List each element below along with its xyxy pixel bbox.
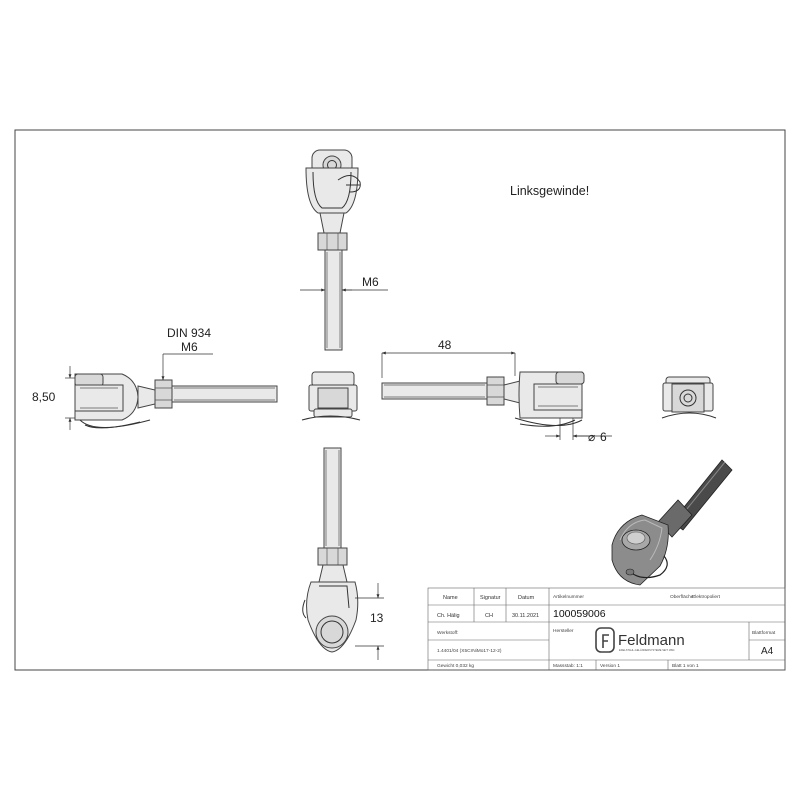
isometric-view: [611, 459, 733, 586]
eye-value: 13: [370, 611, 384, 625]
title-block: Name Signatur Datum Artikelnummer Oberfl…: [427, 587, 786, 671]
material-value: 1.4401/04 (X5CrNiMo17-12-2): [437, 648, 502, 654]
nut-thread-label: M6: [181, 340, 198, 354]
length-value: 48: [438, 338, 452, 352]
feldmann-logo-icon: [595, 627, 615, 653]
signature-header: Signatur: [480, 595, 501, 601]
thread-size-label: M6: [362, 275, 379, 289]
date-header: Datum: [518, 595, 535, 601]
right-view: [381, 371, 585, 427]
author: Ch. Hälig: [437, 613, 460, 619]
top-view: [305, 149, 361, 351]
weight: Gewicht 0,032 kg: [437, 663, 474, 669]
scale: Massstab: 1:1: [553, 663, 583, 669]
left-thread-note: Linksgewinde!: [510, 184, 589, 198]
center-end-view: [301, 371, 361, 421]
article-number-label: Artikelnummer: [553, 594, 584, 600]
din-leader: DIN 934 M6: [161, 326, 213, 381]
brand-tagline: EDELSTAHL-GELÄNDERSYSTEME SEIT 1894: [619, 648, 675, 652]
height-dimension: 8,50: [32, 366, 75, 430]
sheet-format: A4: [761, 646, 774, 657]
material-label: Werkstoff:: [437, 630, 458, 636]
date: 30.11.2021: [512, 613, 539, 619]
bottom-view: [302, 447, 359, 653]
eye-dimension: 13: [355, 583, 384, 660]
left-view: [74, 373, 278, 429]
height-value: 8,50: [32, 390, 56, 404]
signature: CH: [485, 613, 493, 619]
diameter-symbol: ⌀: [588, 430, 595, 444]
sheet-of: Blatt 1 von 1: [672, 663, 699, 669]
surface-value: Elektropoliert: [692, 594, 721, 600]
version: Version 1: [600, 663, 620, 669]
thread-dimension-top: M6: [300, 275, 388, 292]
din-standard-label: DIN 934: [167, 326, 211, 340]
article-number: 100059006: [553, 608, 606, 620]
surface-label: Oberfläche:: [670, 594, 695, 600]
name-header: Name: [443, 595, 458, 601]
manufacturer-label: Hersteller: [553, 628, 574, 634]
pin-diameter-dimension: ⌀ 6: [545, 418, 612, 444]
brand-name: Feldmann: [618, 632, 685, 649]
length-dimension: 48: [381, 338, 516, 378]
pin-diameter-value: 6: [600, 430, 607, 444]
sheet-format-label: Blattformat: [752, 630, 776, 636]
sheet-border: [14, 129, 786, 671]
far-right-end-view: [661, 376, 717, 419]
